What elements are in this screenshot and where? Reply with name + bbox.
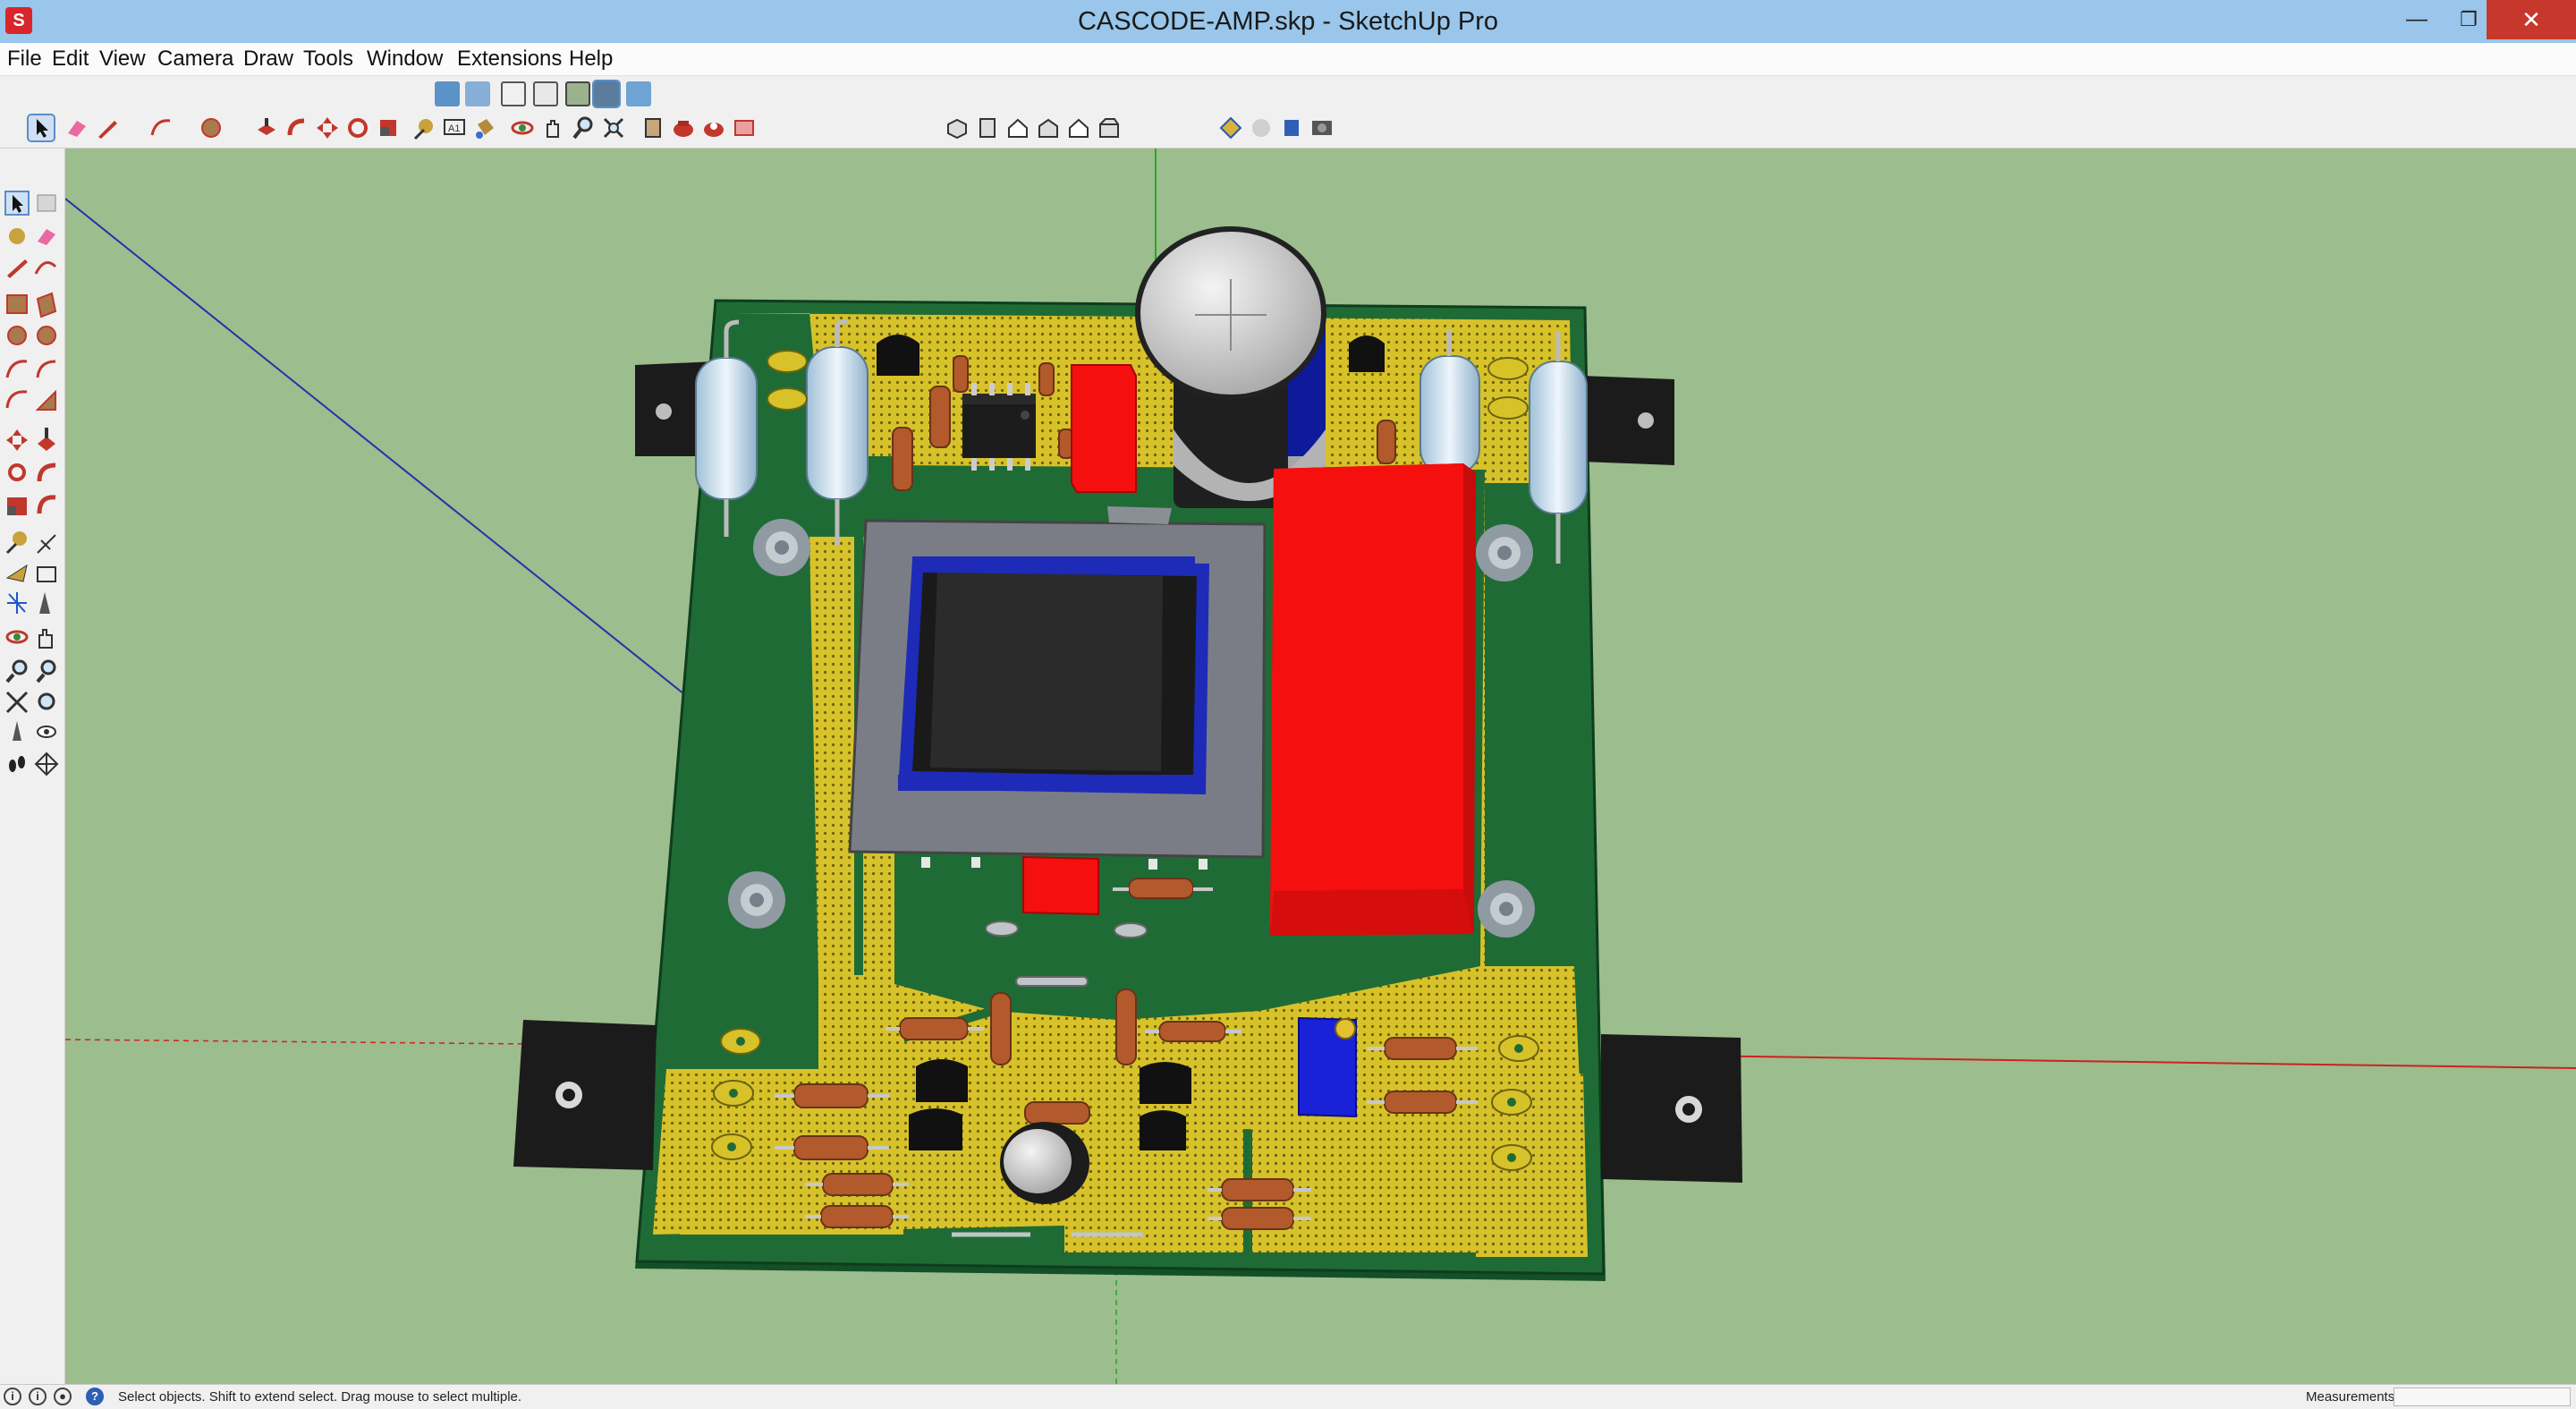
trimmer-potentiometer <box>1298 1016 1357 1118</box>
sandbox-icon[interactable] <box>1218 115 1243 140</box>
arc-icon[interactable] <box>148 115 174 140</box>
restore-button[interactable]: ❐ <box>2460 8 2478 30</box>
measurements-label: Measurements <box>2306 1389 2395 1405</box>
user-icon[interactable]: ● <box>54 1388 72 1405</box>
orbit-icon[interactable] <box>510 115 535 140</box>
mount-screws <box>728 519 1535 938</box>
film-capacitor-large <box>1270 463 1476 936</box>
section-icon[interactable] <box>1249 115 1274 140</box>
eraser-icon[interactable] <box>64 115 89 140</box>
status-bar: i i ● ? Select objects. Shift to extend … <box>0 1384 2576 1409</box>
hidden-line-icon[interactable] <box>533 81 558 106</box>
iso-view-icon[interactable] <box>945 115 970 140</box>
front-view-icon[interactable] <box>1005 115 1030 140</box>
monochrome-icon[interactable] <box>626 81 651 106</box>
minimize-button[interactable]: — <box>2406 7 2428 31</box>
tape-measure-icon[interactable] <box>411 115 436 140</box>
left-view-icon[interactable] <box>1097 115 1122 140</box>
transformer <box>848 506 1267 870</box>
menu-draw[interactable]: Draw <box>243 47 294 71</box>
move-icon[interactable] <box>315 115 340 140</box>
pan-icon[interactable] <box>540 115 565 140</box>
left-toolbar <box>0 149 65 1384</box>
shape-icon[interactable] <box>199 115 224 140</box>
credits-icon[interactable]: i <box>29 1388 47 1405</box>
solid-tools-icon[interactable] <box>1279 115 1304 140</box>
menu-extensions[interactable]: Extensions <box>457 47 563 71</box>
zoom-icon[interactable] <box>571 115 596 140</box>
scale-icon[interactable] <box>376 115 401 140</box>
film-capacitor-small <box>1071 364 1137 493</box>
shaded-icon[interactable] <box>565 81 590 106</box>
right-view-icon[interactable] <box>1036 115 1061 140</box>
menu-bar: File Edit View Camera Draw Tools Window … <box>0 43 2576 76</box>
shaded-textures-icon[interactable] <box>592 80 621 108</box>
warehouse-icon[interactable] <box>671 115 696 140</box>
menu-camera[interactable]: Camera <box>157 47 234 71</box>
follow-me-icon[interactable] <box>284 115 309 140</box>
power-resistors <box>695 319 1588 564</box>
small-transistors <box>909 1059 1191 1150</box>
menu-window[interactable]: Window <box>367 47 444 71</box>
left-tool-icons[interactable] <box>0 149 64 1384</box>
blue-axis-line <box>65 198 690 699</box>
title-bar: S CASCODE-AMP.skp - SketchUp Pro — ❐ ✕ <box>0 0 2576 43</box>
menu-file[interactable]: File <box>7 47 42 71</box>
back-view-icon[interactable] <box>1066 115 1091 140</box>
window-title: CASCODE-AMP.skp - SketchUp Pro <box>1077 7 1499 36</box>
pencil-icon[interactable] <box>95 115 120 140</box>
menu-edit[interactable]: Edit <box>52 47 89 71</box>
transistor <box>877 335 919 376</box>
menu-view[interactable]: View <box>99 47 146 71</box>
film-capacitor-bottom <box>1022 855 1099 916</box>
bracket-bottom-left <box>513 1020 657 1170</box>
drawing-viewport[interactable] <box>65 149 2576 1384</box>
top-view-icon[interactable] <box>975 115 1000 140</box>
help-icon[interactable]: ? <box>86 1388 104 1405</box>
select-icon[interactable] <box>27 114 55 142</box>
extension-warehouse-icon[interactable] <box>701 115 726 140</box>
menu-tools[interactable]: Tools <box>303 47 354 71</box>
advanced-camera-icon[interactable] <box>1309 115 1335 140</box>
sketchup-logo-icon[interactable]: S <box>5 7 32 34</box>
layout-icon[interactable] <box>732 115 757 140</box>
wireframe-icon[interactable] <box>501 81 526 106</box>
red-axis-line <box>1690 1055 2576 1069</box>
electrolytic-capacitor-small <box>1000 1122 1089 1204</box>
zoom-extents-icon[interactable] <box>601 115 626 140</box>
xray-icon[interactable] <box>435 81 460 106</box>
pcb-model-scene[interactable] <box>65 149 2576 1384</box>
measurements-input[interactable] <box>2394 1388 2571 1406</box>
menu-help[interactable]: Help <box>569 47 614 71</box>
status-message: Select objects. Shift to extend select. … <box>118 1389 522 1405</box>
geo-location-icon[interactable]: i <box>4 1388 21 1405</box>
transistor <box>1349 335 1385 372</box>
back-edges-icon[interactable] <box>465 81 490 106</box>
paint-bucket-icon[interactable] <box>472 115 497 140</box>
component-icon[interactable] <box>640 115 665 140</box>
push-pull-icon[interactable] <box>254 115 279 140</box>
top-toolbars: A1 <box>0 76 2576 149</box>
ic-chip <box>962 383 1036 471</box>
text-icon[interactable]: A1 <box>442 115 467 140</box>
close-button[interactable]: ✕ <box>2487 0 2576 39</box>
electrolytic-capacitor-large <box>1135 226 1326 508</box>
bracket-top-right <box>1581 376 1674 465</box>
svg-text:A1: A1 <box>448 123 460 134</box>
bracket-bottom-right <box>1601 1034 1742 1183</box>
rotate-icon[interactable] <box>345 115 370 140</box>
